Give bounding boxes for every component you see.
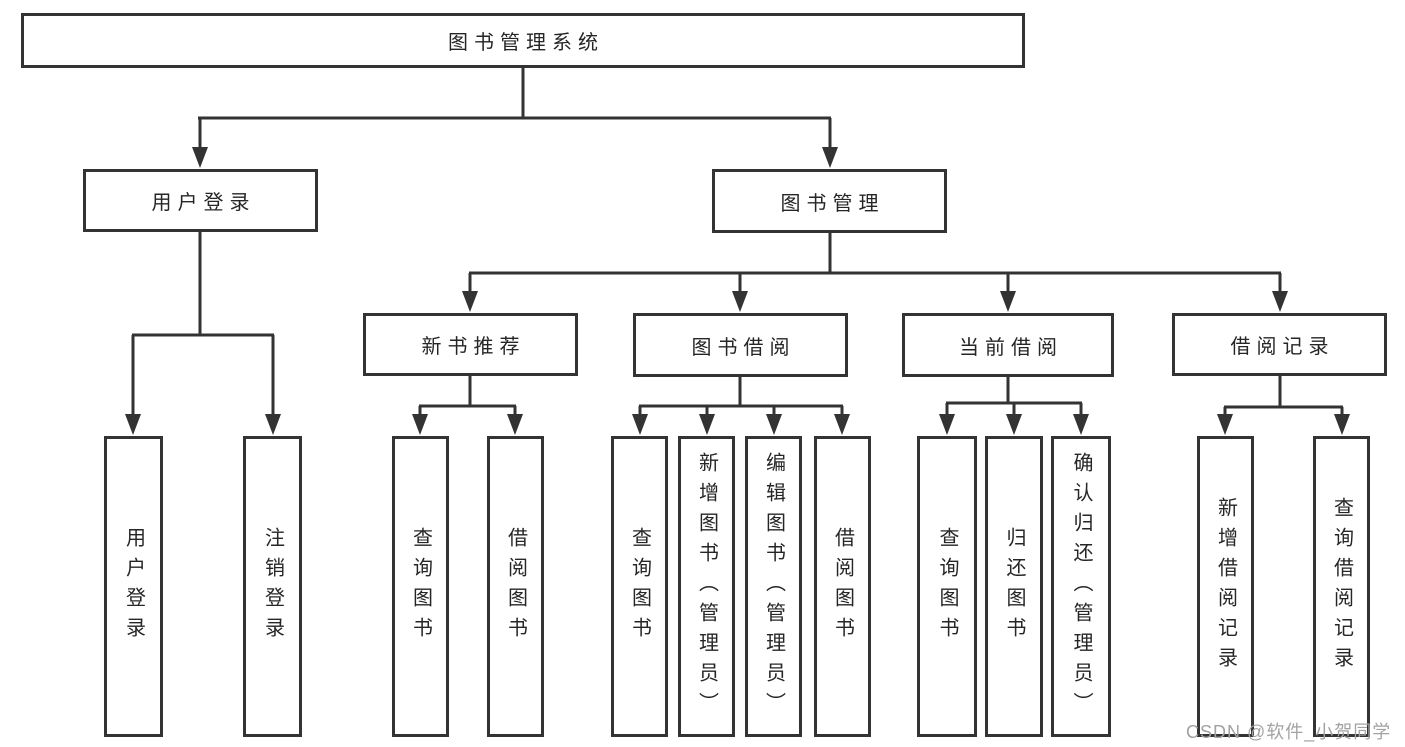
leaf-label: 新增图书（管理员） xyxy=(695,451,718,722)
leaf-edit-books-admin: 编辑图书（管理员） xyxy=(745,436,802,737)
leaf-label: 借阅图书 xyxy=(831,526,854,647)
leaf-query-books-borrowing: 查询图书 xyxy=(611,436,668,737)
node-borrowing-records: 借阅记录 xyxy=(1172,313,1387,376)
watermark: CSDN @软件_小贺同学 xyxy=(1186,722,1392,742)
node-label: 当前借阅 xyxy=(959,336,1063,359)
node-label: 借阅记录 xyxy=(1230,336,1335,358)
leaf-label: 新增借阅记录 xyxy=(1214,496,1237,677)
leaf-user-login: 用户登录 xyxy=(104,436,163,737)
node-label: 新书推荐 xyxy=(421,336,526,358)
leaf-label: 查询借阅记录 xyxy=(1330,496,1353,677)
node-current-borrowing: 当前借阅 xyxy=(902,313,1114,377)
node-book-borrowing: 图书借阅 xyxy=(633,313,848,377)
leaf-label: 用户登录 xyxy=(122,526,145,647)
node-library-management-system: 图书管理系统 xyxy=(21,13,1025,68)
node-label: 图书借阅 xyxy=(691,336,796,359)
node-label: 用户登录 xyxy=(151,192,256,214)
leaf-label: 查询图书 xyxy=(409,526,432,647)
leaf-label: 归还图书 xyxy=(1003,526,1025,647)
leaf-add-borrow-record: 新增借阅记录 xyxy=(1197,436,1254,737)
leaf-label: 编辑图书（管理员） xyxy=(762,451,785,722)
leaf-label: 查询图书 xyxy=(628,526,651,647)
leaf-label: 查询图书 xyxy=(936,526,958,647)
leaf-borrow-books-borrowing: 借阅图书 xyxy=(814,436,871,737)
leaf-add-books-admin: 新增图书（管理员） xyxy=(678,436,735,737)
node-label: 图书管理系统 xyxy=(448,32,604,54)
leaf-borrow-books-recommend: 借阅图书 xyxy=(487,436,544,737)
leaf-query-books-recommend: 查询图书 xyxy=(392,436,449,737)
node-user-login: 用户登录 xyxy=(83,169,318,232)
leaf-label: 注销登录 xyxy=(261,526,284,647)
node-new-book-recommendation: 新书推荐 xyxy=(363,313,578,376)
leaf-query-borrow-record: 查询借阅记录 xyxy=(1313,436,1370,737)
node-book-management: 图书管理 xyxy=(712,169,947,233)
leaf-label: 确认归还（管理员） xyxy=(1070,451,1092,722)
node-label: 图书管理 xyxy=(780,192,885,215)
leaf-confirm-return-admin: 确认归还（管理员） xyxy=(1051,436,1111,737)
leaf-return-books: 归还图书 xyxy=(985,436,1043,737)
leaf-query-books-current: 查询图书 xyxy=(917,436,977,737)
leaf-label: 借阅图书 xyxy=(504,526,527,647)
leaf-logout: 注销登录 xyxy=(243,436,302,737)
